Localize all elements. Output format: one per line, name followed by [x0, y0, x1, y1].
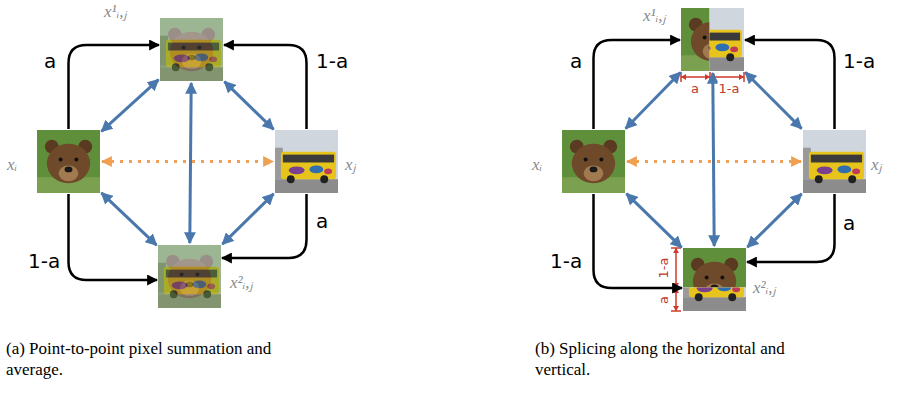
dotted-link	[102, 160, 273, 163]
weight-label: a	[570, 50, 582, 72]
caption-text: (b) Splicing along the horizontal and ve…	[535, 338, 835, 380]
weight-arrow	[222, 194, 307, 258]
dimension-label: a	[657, 295, 671, 305]
weight-arrow	[224, 45, 307, 129]
dotted-link	[627, 160, 801, 163]
node-label: xⱼ	[345, 155, 356, 175]
weight-arrow	[69, 45, 160, 129]
photo-thumbnail	[275, 130, 338, 193]
node-label: xᵢ	[7, 155, 17, 175]
weight-label: 1-a	[316, 50, 348, 72]
node-label: x²ᵢ,ⱼ	[230, 273, 253, 293]
image-node: x¹ᵢ,ⱼ	[160, 18, 223, 81]
dimension-label: a	[690, 82, 700, 96]
relation-arrow	[626, 72, 681, 128]
relation-arrow	[224, 82, 273, 130]
photo-thumbnail	[158, 245, 221, 308]
weight-label: a	[316, 210, 328, 232]
weight-arrow	[594, 40, 681, 129]
weight-label: 1-a	[843, 50, 875, 72]
node-label: x¹ᵢ,ⱼ	[104, 2, 127, 22]
caption-text: (a) Point-to-point pixel summation and a…	[6, 338, 306, 380]
image-node: x²ᵢ,ⱼ	[683, 248, 746, 311]
image-node: xᵢ	[562, 130, 625, 193]
relation-arrow	[713, 73, 714, 246]
relation-arrow	[101, 193, 156, 245]
weight-arrow	[69, 194, 158, 280]
relation-arrow	[626, 194, 681, 248]
weight-label: 1-a	[550, 250, 582, 272]
dimension-label: 1-a	[718, 82, 741, 96]
node-label: xⱼ	[871, 155, 882, 175]
relation-arrow	[101, 80, 158, 132]
weight-label: 1-a	[28, 250, 60, 272]
node-label: x²ᵢ,ⱼ	[753, 278, 776, 298]
node-label: x¹ᵢ,ⱼ	[643, 6, 666, 26]
image-node: x²ᵢ,ⱼ	[158, 245, 221, 308]
relation-arrow	[745, 72, 801, 128]
weight-label: a	[843, 212, 855, 234]
node-label: xᵢ	[532, 155, 542, 175]
weight-label: a	[44, 50, 56, 72]
image-node: x¹ᵢ,ⱼ	[681, 8, 744, 71]
photo-thumbnail	[562, 130, 625, 193]
weight-arrow	[594, 194, 683, 288]
relation-arrow	[747, 194, 801, 247]
photo-thumbnail	[37, 130, 100, 193]
photo-thumbnail	[683, 248, 746, 311]
dimension-label: 1-a	[657, 257, 671, 280]
image-node: xⱼ	[803, 130, 866, 193]
photo-thumbnail	[803, 130, 866, 193]
photo-thumbnail	[681, 8, 744, 71]
weight-arrow	[745, 40, 835, 129]
relation-arrow	[190, 83, 191, 243]
image-node: xⱼ	[275, 130, 338, 193]
weight-arrow	[747, 194, 835, 262]
image-node: xᵢ	[37, 130, 100, 193]
relation-arrow	[222, 194, 273, 244]
photo-thumbnail	[160, 18, 223, 81]
